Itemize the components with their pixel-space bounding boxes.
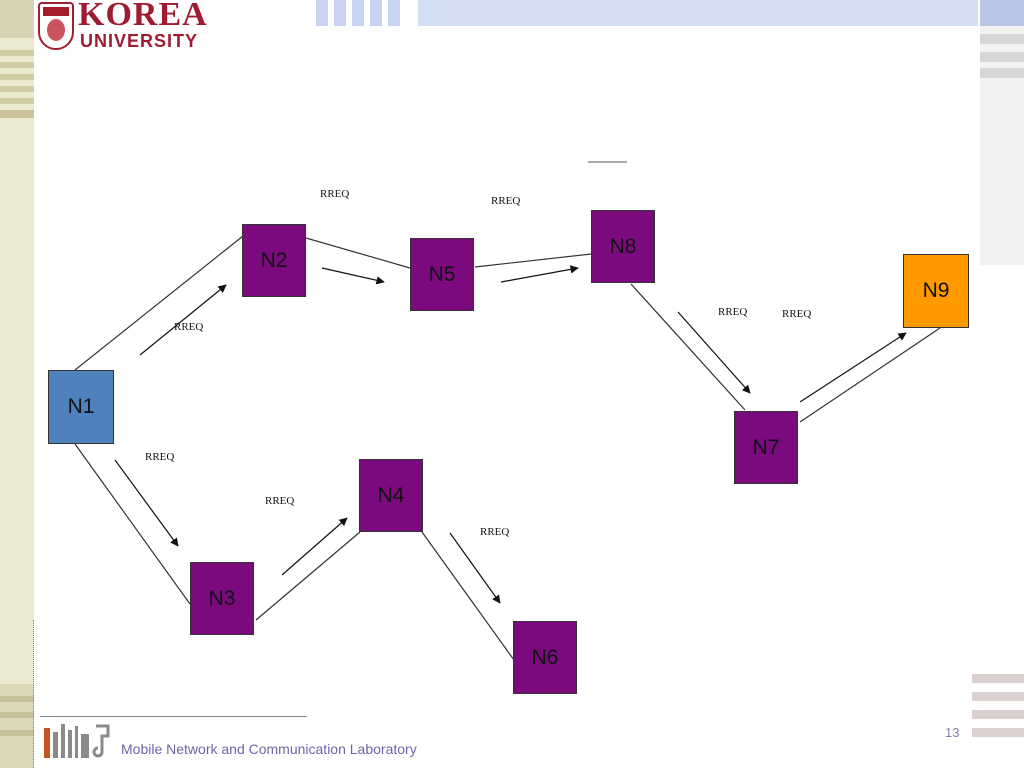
link-n3-n4 (255, 531, 361, 621)
node-n9: N9 (903, 254, 969, 328)
rreq-label: RREQ (480, 526, 510, 538)
left-decor-stripe (0, 110, 34, 118)
link-n1-n3 (74, 443, 191, 605)
rreq-arrow-n7-n9 (799, 332, 907, 403)
left-decor-stripe (0, 98, 34, 104)
right-decor-stripe (980, 34, 1024, 44)
node-n7: N7 (734, 411, 798, 484)
link-n1-n2 (74, 235, 244, 371)
link-lines (74, 235, 941, 661)
logo-title: KOREA (78, 0, 208, 33)
node-n4: N4 (359, 459, 423, 532)
left-decor-stripe (0, 730, 34, 736)
right-bottom-decor-stripe (972, 710, 1024, 719)
right-decor-stripe (980, 52, 1024, 62)
node-n3: N3 (190, 562, 254, 635)
right-decor-stripe (980, 68, 1024, 78)
rreq-label: RREQ (320, 188, 350, 200)
left-decor-stripe (0, 86, 34, 92)
link-n2-n5 (305, 237, 411, 269)
top-decor-block (316, 0, 328, 26)
rreq-label: RREQ (782, 308, 812, 320)
rreq-arrow-n4-n6 (449, 532, 501, 604)
rreq-arrows (114, 265, 907, 604)
node-n2: N2 (242, 224, 306, 297)
page-number: 13 (945, 725, 960, 740)
lab-name: Mobile Network and Communication Laborat… (121, 741, 417, 757)
rreq-label: RREQ (174, 321, 204, 333)
rreq-arrow-n5-n8 (500, 265, 579, 283)
rreq-arrow-n8-n7 (677, 311, 751, 394)
node-n8: N8 (591, 210, 655, 283)
left-decor-stripe (0, 712, 34, 718)
left-decor-stripe (0, 62, 34, 68)
left-decor-stripe (0, 50, 34, 56)
node-n1: N1 (48, 370, 114, 444)
link-n5-n8 (474, 253, 592, 268)
right-bottom-decor-stripe (972, 728, 1024, 737)
rreq-arrow-n1-n3 (114, 459, 179, 547)
left-decor-stripe (0, 74, 34, 80)
rreq-label: RREQ (265, 495, 295, 507)
left-dotted-divider (33, 620, 34, 768)
node-n5: N5 (410, 238, 474, 311)
left-decor-stripe (0, 696, 34, 702)
rreq-label: RREQ (491, 195, 521, 207)
right-decor-panel (980, 0, 1024, 265)
top-decor-bar (418, 0, 978, 26)
node-n6: N6 (513, 621, 577, 694)
link-n4-n6 (421, 531, 515, 661)
right-bottom-decor-stripe (972, 692, 1024, 701)
rreq-label: RREQ (145, 451, 175, 463)
logo-subtitle: UNIVERSITY (80, 31, 199, 51)
top-decor-block (370, 0, 382, 26)
rreq-label: RREQ (718, 306, 748, 318)
lab-logo-icon (44, 724, 110, 758)
link-n7-n9 (799, 327, 941, 423)
link-n8-n7 (630, 283, 746, 411)
footer-divider (40, 716, 307, 717)
university-seal-icon (38, 2, 74, 50)
top-decor-block (334, 0, 346, 26)
right-bottom-decor-stripe (972, 674, 1024, 683)
top-decor-block (388, 0, 400, 26)
rreq-arrow-n3-n4 (281, 517, 348, 576)
top-decor-block (352, 0, 364, 26)
rreq-arrow-n1-n2 (139, 284, 227, 356)
rreq-arrow-n2-n5 (321, 267, 385, 285)
left-decor-top (0, 0, 34, 38)
left-decor-band (0, 0, 34, 768)
right-decor-corner (980, 0, 1024, 26)
